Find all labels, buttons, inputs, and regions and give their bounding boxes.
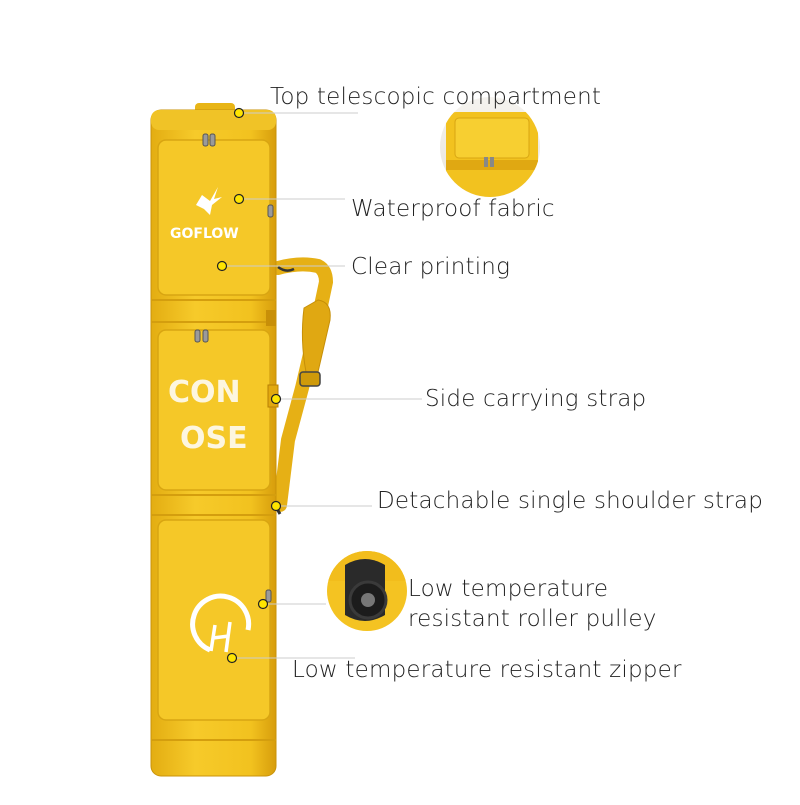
middle-pocket xyxy=(157,329,271,491)
ski-bag: GOFLOW CON OSE xyxy=(150,103,279,777)
callout-shoulder-strap: Detachable single shoulder strap xyxy=(377,488,764,514)
callout-markers xyxy=(216,107,282,664)
callout-clear-printing: Clear printing xyxy=(351,254,511,280)
strap-clip-top xyxy=(277,265,295,272)
callout-pulley-line2: resistant roller pulley xyxy=(408,606,657,632)
callout-waterproof-fabric: Waterproof fabric xyxy=(351,196,555,222)
print-text-line1: CON xyxy=(168,375,241,410)
top-pocket xyxy=(157,139,271,296)
strap-buckle xyxy=(299,371,321,387)
print-text-line2: OSE xyxy=(180,421,248,456)
zipper-pulls xyxy=(194,133,274,603)
leader-lines xyxy=(222,112,422,659)
callout-zipper: Low temperature resistant zipper xyxy=(292,657,682,683)
emblem-icon xyxy=(190,593,252,653)
inset-top-compartment xyxy=(440,97,540,197)
brand-logo-text: GOFLOW xyxy=(170,226,239,242)
inset-roller-pulley xyxy=(327,551,407,631)
callout-pulley-line1: Low temperature xyxy=(408,576,609,602)
shoulder-strap xyxy=(270,257,334,515)
callout-top-compartment: Top telescopic compartment xyxy=(270,84,602,110)
callout-side-strap: Side carrying strap xyxy=(425,386,647,412)
bottom-pocket xyxy=(157,519,271,721)
brand-logo: GOFLOW xyxy=(170,187,239,242)
